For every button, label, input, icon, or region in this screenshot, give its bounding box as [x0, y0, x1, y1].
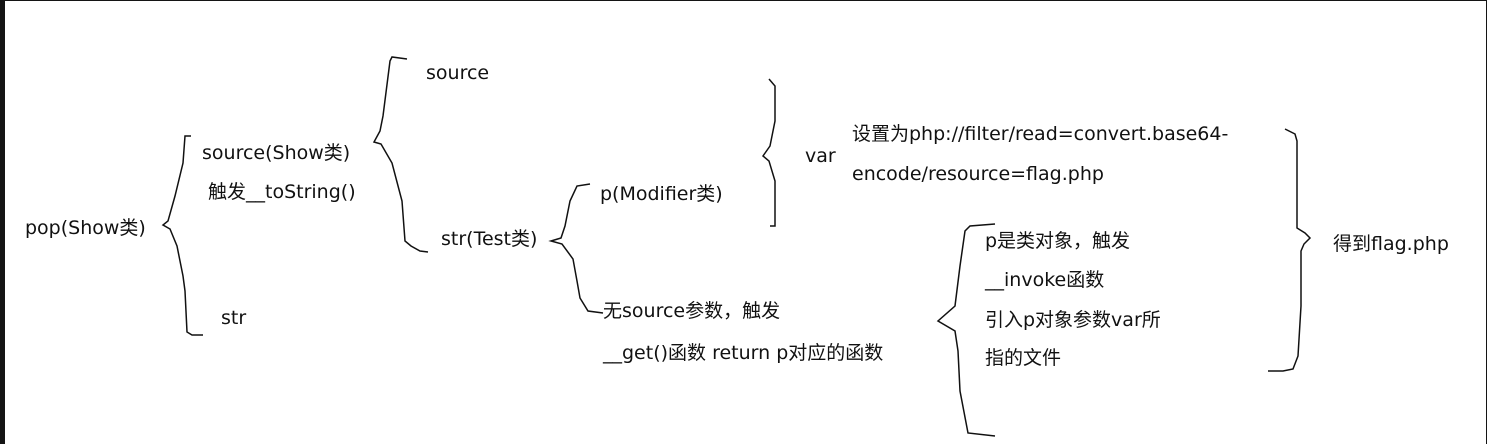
brace-str-test	[548, 183, 604, 314]
node-str: str	[221, 307, 247, 329]
node-invoke-1: p是类对象，触发	[985, 230, 1131, 252]
diagram-canvas: pop(Show类) source(Show类) 触发__toString() …	[5, 1, 1486, 444]
node-invoke-3: 引入p对象参数var所	[985, 309, 1161, 331]
brace-var	[761, 78, 776, 227]
node-p-modifier: p(Modifier类)	[600, 183, 723, 205]
node-trigger-tostring: 触发__toString()	[208, 181, 356, 203]
node-no-source-1: 无source参数，触发	[603, 300, 781, 322]
node-var-value-1: 设置为php://filter/read=convert.base64-	[852, 123, 1229, 145]
node-source-show: source(Show类)	[202, 142, 351, 164]
node-no-source-2: __get()函数 return p对应的函数	[603, 342, 884, 364]
brace-root	[161, 135, 203, 336]
node-source: source	[426, 62, 490, 84]
brace-lines	[161, 56, 1312, 437]
node-result: 得到flag.php	[1333, 233, 1449, 255]
node-var: var	[805, 145, 836, 167]
brace-invoke	[936, 223, 996, 437]
node-invoke-4: 指的文件	[985, 347, 1062, 369]
node-root: pop(Show类)	[25, 217, 146, 239]
brace-result	[1268, 128, 1312, 372]
node-invoke-2: __invoke函数	[985, 269, 1105, 291]
node-var-value-2: encode/resource=flag.php	[852, 163, 1104, 185]
node-str-test: str(Test类)	[441, 228, 538, 250]
brace-source-show	[372, 56, 429, 253]
